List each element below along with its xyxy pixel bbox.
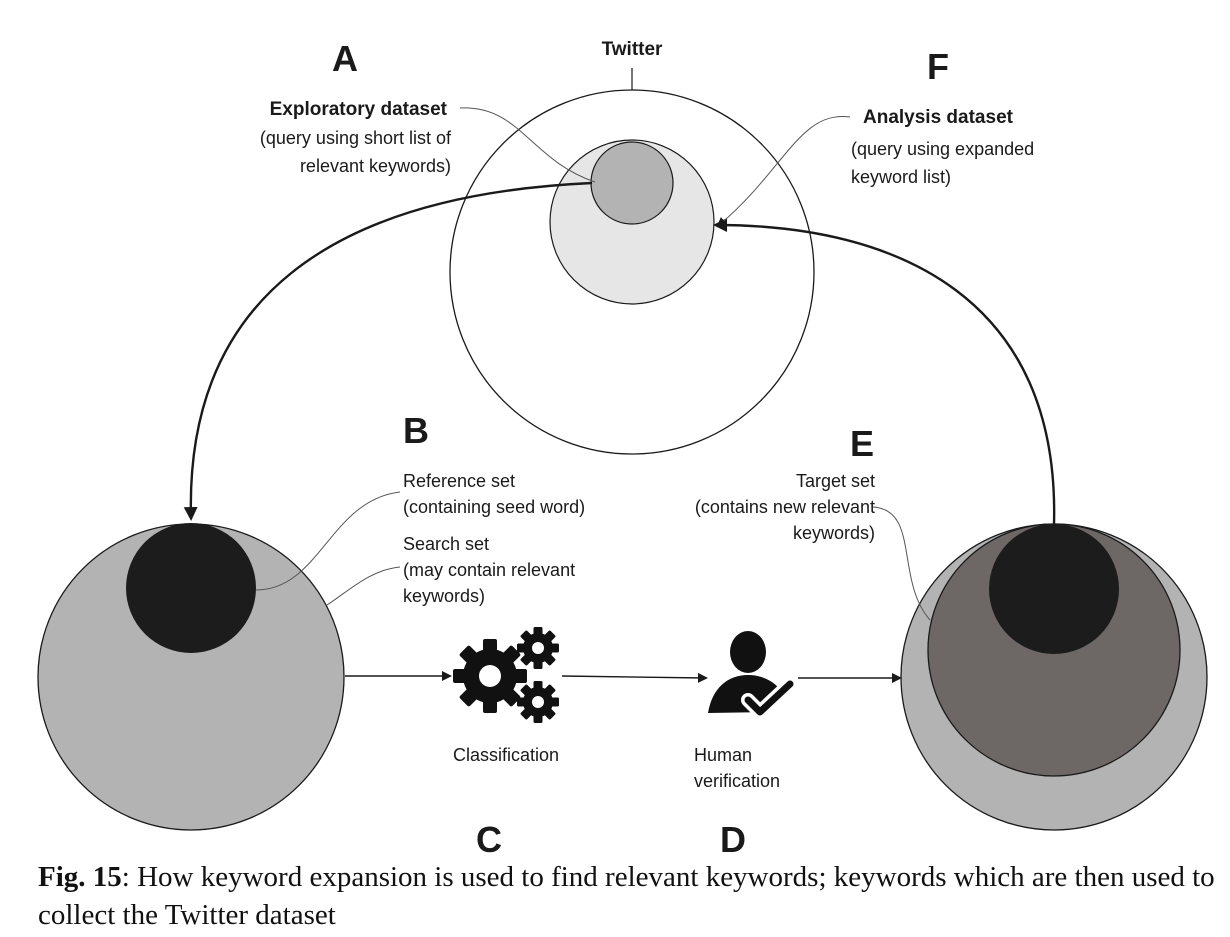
figure-caption: Fig. 15: How keyword expansion is used t… <box>38 858 1218 934</box>
leader-exploratory <box>459 107 596 183</box>
reference-set-desc: (containing seed word) <box>403 497 585 517</box>
search-set-desc-2: keywords) <box>403 586 485 606</box>
leader-analysis <box>716 115 851 228</box>
gears-icon <box>453 627 559 723</box>
human-verification-label-2: verification <box>694 771 780 791</box>
exploratory-dataset-desc-1: (query using short list of <box>260 128 452 148</box>
leader-reference <box>255 491 401 591</box>
exploratory-dataset-title: Exploratory dataset <box>270 99 448 120</box>
analysis-dataset-desc-1: (query using expanded <box>851 139 1034 159</box>
target-set-desc-1: (contains new relevant <box>695 497 875 517</box>
target-set-desc-2: keywords) <box>793 523 875 543</box>
reference-set-title: Reference set <box>403 471 515 491</box>
label-letter-a: A <box>332 38 358 79</box>
twitter-label: Twitter <box>602 39 663 60</box>
exploratory-dataset-circle <box>590 141 674 225</box>
search-set-title: Search set <box>403 534 489 554</box>
reference-set-circle <box>126 523 256 653</box>
label-letter-d: D <box>720 819 746 860</box>
leader-search <box>326 566 401 606</box>
user-check-icon <box>708 631 797 719</box>
analysis-dataset-title: Analysis dataset <box>863 107 1014 128</box>
figure-caption-text: : How keyword expansion is used to find … <box>38 861 1215 931</box>
arrow-target-to-analysis <box>713 218 1056 525</box>
label-letter-b: B <box>403 410 429 451</box>
figure-number: Fig. 15 <box>38 861 122 893</box>
exploratory-dataset-desc-2: relevant keywords) <box>300 156 451 176</box>
leader-target <box>872 506 931 621</box>
target-core-circle <box>989 524 1119 654</box>
analysis-dataset-desc-2: keyword list) <box>851 167 951 187</box>
search-set-desc-1: (may contain relevant <box>403 560 575 580</box>
label-letter-e: E <box>850 423 874 464</box>
human-verification-label-1: Human <box>694 745 752 765</box>
target-set-title: Target set <box>796 471 875 491</box>
arrow-exploratory-to-reference <box>183 181 593 521</box>
label-letter-c: C <box>476 819 502 860</box>
label-letter-f: F <box>927 46 949 87</box>
arrow-classification-to-verification <box>561 672 708 683</box>
classification-label: Classification <box>453 745 559 765</box>
